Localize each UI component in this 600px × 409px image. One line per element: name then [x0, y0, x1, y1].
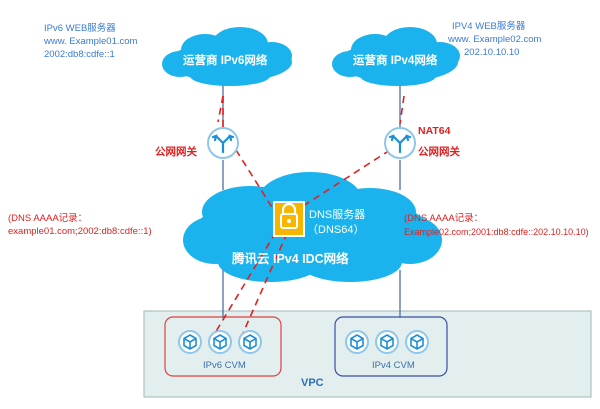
ipv4-server-address: 202.10.10.10 [464, 47, 520, 58]
left-dns-record-line1: (DNS AAAA记录： [8, 213, 88, 224]
vpc-label: VPC [301, 377, 324, 389]
right-gateway-label: 公网网关 [418, 146, 460, 158]
ipv4-server-title: IPV4 WEB服务器 [452, 21, 526, 32]
left-gateway-label: 公网网关 [155, 146, 197, 158]
idc-cloud [183, 172, 442, 282]
cvm-icon [405, 330, 429, 354]
ipv4-cvm-label: IPv4 CVM [372, 360, 415, 371]
cvm-icon [345, 330, 369, 354]
vpc-region [143, 310, 592, 398]
cvm-icon [238, 330, 262, 354]
cvm-icons [178, 330, 429, 354]
ipv6-server-domain: www. Example01.com [44, 36, 138, 47]
idc-label: 腾讯云 IPv4 IDC网络 [232, 252, 349, 266]
nat64-label: NAT64 [418, 125, 451, 137]
cvm-icon [375, 330, 399, 354]
ipv4-server-domain: www. Example02.com [448, 34, 542, 45]
dns-server-title: DNS服务器 [309, 209, 366, 221]
cvm-icon [178, 330, 202, 354]
dns-server-subtitle: （DNS64） [307, 224, 365, 236]
right-dns-record-line2: Example02.com;2001:db8:cdfe::202.10.10.1… [404, 227, 589, 237]
right-dns-record-line1: (DNS AAAA记录： [404, 213, 484, 224]
ipv6-carrier-label: 运营商 IPv6网络 [183, 55, 268, 67]
ipv4-cvm-group [334, 316, 448, 377]
dns-lock-icon [273, 201, 305, 237]
ipv6-cvm-label: IPv6 CVM [203, 360, 246, 371]
left-dns-record-line2: example01.com;2002:db8:cdfe::1) [8, 226, 152, 237]
ipv4-carrier-label: 运营商 IPv4网络 [353, 55, 438, 67]
ipv6-carrier-cloud [162, 27, 292, 86]
dashed-paths [211, 95, 405, 341]
ipv6-server-title: IPv6 WEB服务器 [44, 23, 116, 34]
left-gateway [207, 127, 239, 159]
right-gateway [384, 127, 416, 159]
ipv6-server-address: 2002:db8:cdfe::1 [44, 49, 115, 60]
ipv4-carrier-cloud [332, 27, 460, 86]
cvm-icon [208, 330, 232, 354]
